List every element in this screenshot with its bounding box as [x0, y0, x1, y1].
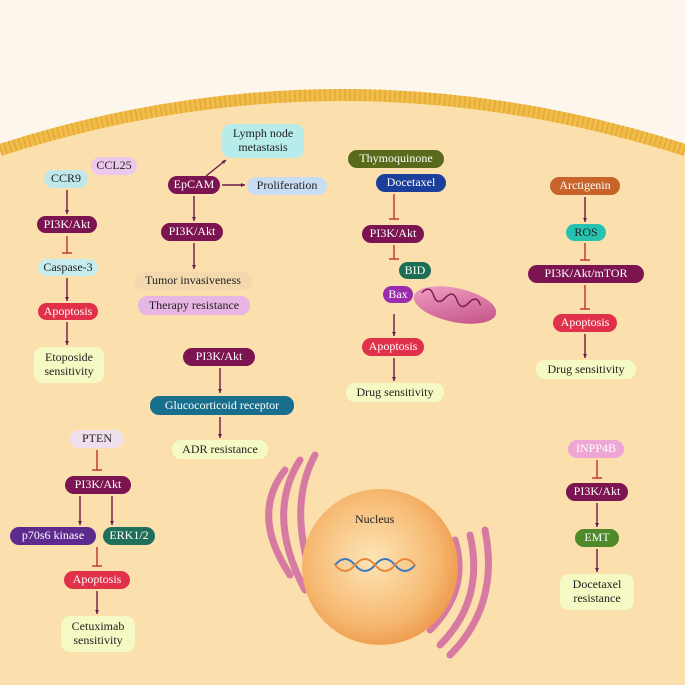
arrow-apoptosis-drug-head — [392, 376, 396, 381]
arrow-caspase-apoptosis-head — [65, 296, 69, 301]
ccr9-node: CCR9 — [44, 170, 88, 188]
adr-resistance-node: ADR resistance — [172, 440, 268, 459]
dna-icon — [334, 558, 416, 572]
pi3k-akt-node-3: PI3K/Akt — [183, 348, 255, 366]
caspase3-node: Caspase-3 — [38, 259, 98, 276]
docetaxel-node: Docetaxel — [376, 174, 446, 192]
glucocorticoid-receptor-node: Glucocorticoid receptor — [150, 396, 294, 415]
arrow-apoptosis-etoposide-head — [65, 340, 69, 345]
inpp4b-node: INPP4B — [568, 440, 624, 458]
tumor-invasiveness-node: Tumor invasiveness — [134, 272, 252, 290]
arctigenin-node: Arctigenin — [550, 177, 620, 195]
arrow-pi3k-p70s6-head — [78, 520, 82, 525]
arrow-apoptosis-cetuximab-head — [95, 609, 99, 614]
lymph-node-metastasis-node: Lymph node metastasis — [222, 124, 304, 158]
arrow-emt-docetaxel-head — [595, 567, 599, 572]
docetaxel-resistance-node: Docetaxel resistance — [560, 574, 634, 610]
thymoquinone-node: Thymoquinone — [348, 150, 444, 168]
arrow-ccr9-pi3k-head — [65, 209, 69, 214]
ros-node: ROS — [566, 224, 606, 241]
arrow-pi3k-glucocorticoid-head — [218, 388, 222, 393]
cytoplasm — [0, 95, 685, 685]
arrow-epcam-lymph — [205, 159, 227, 177]
etoposide-sensitivity-node: Etoposide sensitivity — [34, 347, 104, 383]
pi3k-akt-node-2: PI3K/Akt — [161, 223, 223, 241]
nucleus — [302, 489, 458, 645]
arrow-arctigenin-ros-head — [583, 217, 587, 222]
pi3k-akt-node-4: PI3K/Akt — [362, 225, 424, 243]
arrow-epcam-proliferation-head — [240, 183, 245, 187]
drug-sensitivity-node-2: Drug sensitivity — [536, 360, 636, 379]
therapy-resistance-node: Therapy resistance — [138, 296, 250, 315]
apoptosis-node-1: Apoptosis — [38, 303, 98, 320]
arrow-apoptosis-drug-2-head — [583, 353, 587, 358]
pi3k-akt-node-6: PI3K/Akt — [566, 483, 628, 501]
cetuximab-sensitivity-node: Cetuximab sensitivity — [61, 616, 135, 652]
bid-node: BID — [399, 262, 431, 279]
arrow-glucocorticoid-adr-head — [218, 433, 222, 438]
arrow-pi3k-erk-head — [110, 520, 114, 525]
mitochondrion-icon — [413, 286, 497, 324]
nucleus-label: Nucleus — [355, 512, 395, 526]
arrow-pi3k-emt-head — [595, 522, 599, 527]
apoptosis-node-3: Apoptosis — [553, 314, 617, 332]
drug-sensitivity-node-1: Drug sensitivity — [346, 383, 444, 402]
pi3k-akt-mtor-node: PI3K/Akt/mTOR — [528, 265, 644, 283]
erk12-node: ERK1/2 — [103, 527, 155, 545]
apoptosis-node-2: Apoptosis — [362, 338, 424, 356]
bax-node: Bax — [383, 286, 413, 303]
p70s6-kinase-node: p70s6 kinase — [10, 527, 96, 545]
golgi-right — [426, 526, 492, 659]
arrow-pi3k-invasiveness-head — [192, 264, 196, 269]
proliferation-node: Proliferation — [247, 177, 327, 195]
ccl25-node: CCL25 — [91, 157, 137, 175]
arrow-epcam-pi3k-head — [192, 216, 196, 221]
pten-node: PTEN — [70, 430, 124, 448]
epcam-node: EpCAM — [168, 176, 220, 194]
emt-node: EMT — [575, 529, 619, 547]
arrow-bax-apoptosis-head — [392, 331, 396, 336]
apoptosis-node-4: Apoptosis — [64, 571, 130, 589]
arrow-epcam-lymph-head — [221, 160, 226, 165]
pi3k-akt-node-5: PI3K/Akt — [65, 476, 131, 494]
pi3k-akt-node-1: PI3K/Akt — [37, 216, 97, 233]
